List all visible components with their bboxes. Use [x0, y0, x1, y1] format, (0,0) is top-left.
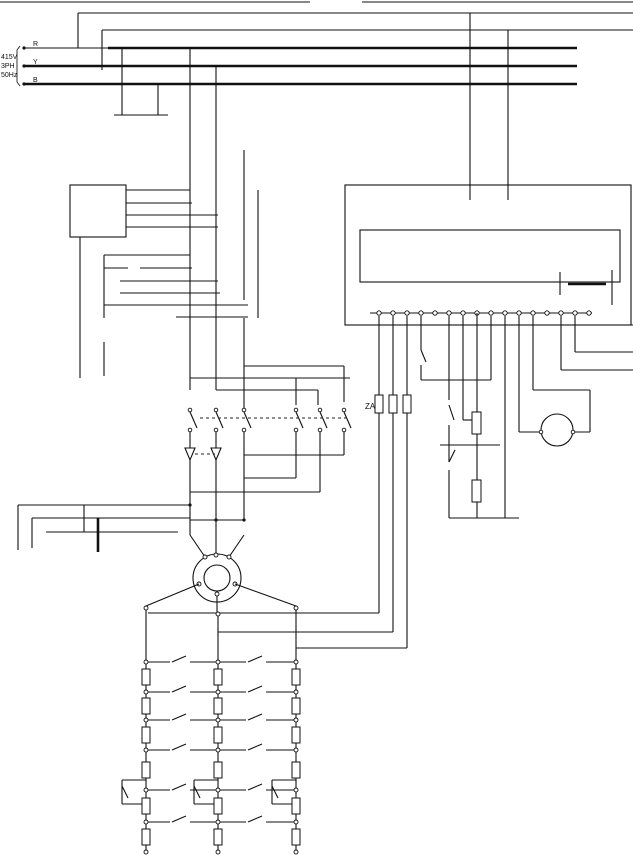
line-r-label: R — [33, 41, 38, 48]
supply-bus — [16, 45, 577, 87]
control-box — [69, 150, 259, 378]
line-b-label: B — [33, 77, 38, 84]
fuse-block: ZA — [148, 316, 412, 649]
fuse-label: ZA — [365, 402, 376, 411]
supply-phase-label: 3PH — [1, 63, 15, 70]
motor-circle — [540, 413, 574, 447]
motor-symbol — [143, 534, 299, 617]
supply-voltage-label: 415V — [1, 54, 18, 61]
resistor-ladder — [121, 610, 301, 855]
supply-frequency-label: 50Hz — [1, 72, 18, 79]
control-circuit — [420, 313, 591, 519]
bus-drops — [114, 13, 509, 390]
contactor-switches — [184, 318, 352, 535]
left-branch — [17, 504, 190, 552]
top-frame — [0, 1, 633, 70]
terminal-strip — [370, 310, 633, 371]
supply-labels: 415V 3PH 50Hz R Y B — [1, 41, 38, 84]
line-y-label: Y — [33, 59, 38, 66]
controller-panel — [344, 184, 632, 326]
